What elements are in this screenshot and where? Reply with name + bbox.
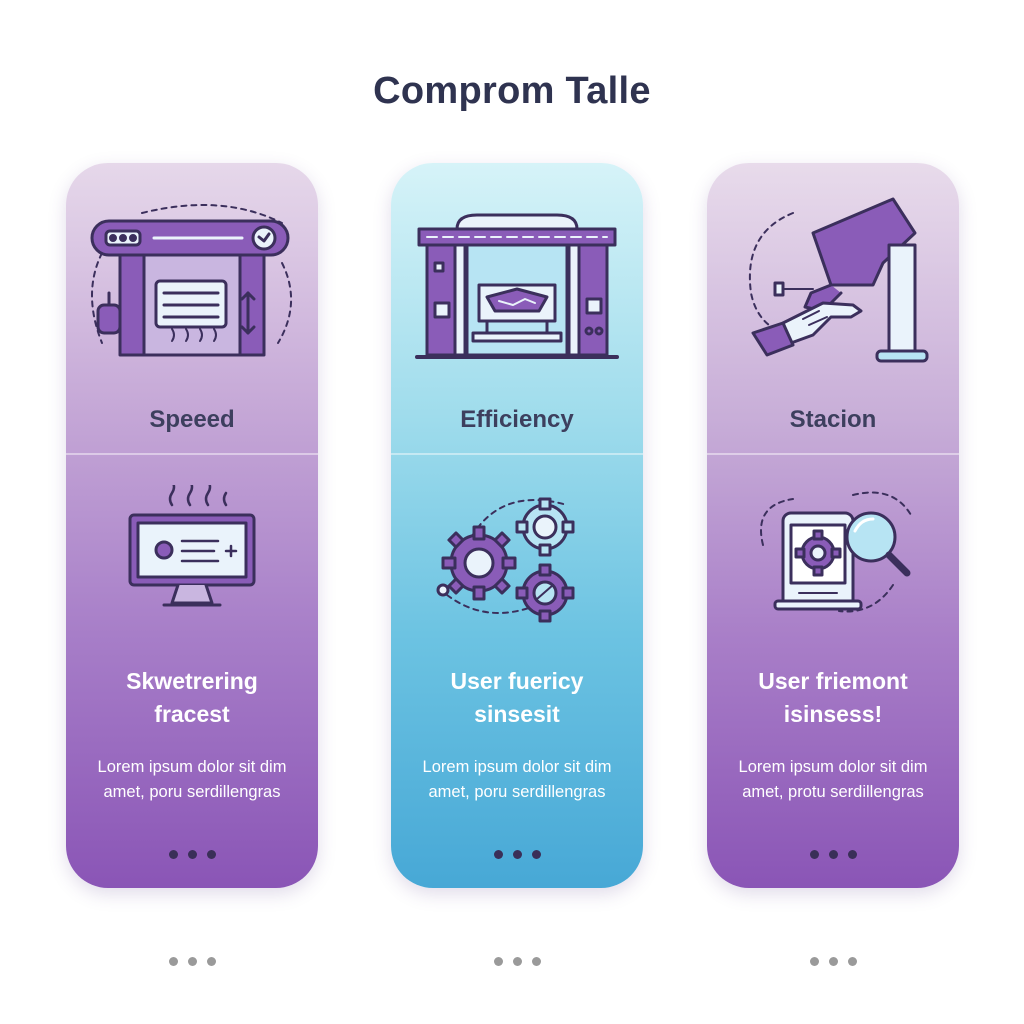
pagination-dots <box>707 846 959 864</box>
carousel-dot[interactable] <box>809 957 819 966</box>
pagination-dots <box>66 846 318 864</box>
gears-icon <box>436 497 575 623</box>
carousel-dot[interactable] <box>847 957 857 966</box>
pagination-dot[interactable] <box>512 850 522 859</box>
carousel-dot[interactable] <box>531 957 541 966</box>
card-label: Stacion <box>789 406 877 433</box>
card-efficiency[interactable]: Efficiency <box>391 163 643 888</box>
carousel-dot[interactable] <box>187 957 197 966</box>
card-body: Lorem ipsum dolor sit dim amet, poru ser… <box>399 755 635 805</box>
card-label: Speeed <box>149 406 235 433</box>
divider <box>707 453 959 455</box>
pagination-dot[interactable] <box>168 850 178 859</box>
body-line: Lorem ipsum dolor sit dim <box>738 758 928 776</box>
robotic-arm-hand-icon <box>749 197 929 363</box>
pagination-dot[interactable] <box>187 850 197 859</box>
pagination-dot[interactable] <box>809 850 819 859</box>
divider <box>391 453 643 455</box>
carousel-dot[interactable] <box>512 957 522 966</box>
pagination-dot[interactable] <box>206 850 216 859</box>
subtitle-line: fracest <box>154 701 230 727</box>
divider <box>66 453 318 455</box>
card-body: Lorem ipsum dolor sit dim amet, poru ser… <box>74 755 310 805</box>
subtitle-line: Skwetrering <box>126 668 258 694</box>
card-subtitle: User fuericy sinsesit <box>401 665 633 731</box>
carousel-dots <box>783 953 883 971</box>
subtitle-line: isinsess! <box>783 701 883 727</box>
press-machine-icon <box>415 213 619 359</box>
carousel-dot[interactable] <box>206 957 216 966</box>
body-line: amet, poru serdillengras <box>428 783 606 801</box>
body-line: amet, poru serdillengras <box>103 783 281 801</box>
monitor-icon <box>128 485 256 607</box>
pagination-dot[interactable] <box>493 850 503 859</box>
carousel-dot[interactable] <box>828 957 838 966</box>
body-line: Lorem ipsum dolor sit dim <box>97 758 287 776</box>
subtitle-line: User friemont <box>758 668 908 694</box>
pagination-dot[interactable] <box>847 850 857 859</box>
page-title: Comprom Talle <box>373 70 651 112</box>
pagination-dots <box>391 846 643 864</box>
card-label: Efficiency <box>460 406 574 433</box>
card-speed[interactable]: Speeed Skwetrering fracest Lorem ipsum d… <box>66 163 318 888</box>
card-subtitle: User friemont isinsess! <box>717 665 949 731</box>
body-line: Lorem ipsum dolor sit dim <box>422 758 612 776</box>
card-stacion[interactable]: Stacion User friemont isinsess! Lorem ip… <box>707 163 959 888</box>
tablet-magnifier-icon <box>760 491 912 613</box>
printing-machine-icon <box>90 204 292 357</box>
carousel-dot[interactable] <box>493 957 503 966</box>
carousel-dots <box>142 953 242 971</box>
card-subtitle: Skwetrering fracest <box>76 665 308 731</box>
carousel-dot[interactable] <box>168 957 178 966</box>
pagination-dot[interactable] <box>531 850 541 859</box>
card-body: Lorem ipsum dolor sit dim amet, protu se… <box>715 755 951 805</box>
subtitle-line: User fuericy <box>450 668 584 694</box>
subtitle-line: sinsesit <box>474 701 560 727</box>
body-line: amet, protu serdillengras <box>742 783 924 801</box>
carousel-dots <box>467 953 567 971</box>
pagination-dot[interactable] <box>828 850 838 859</box>
